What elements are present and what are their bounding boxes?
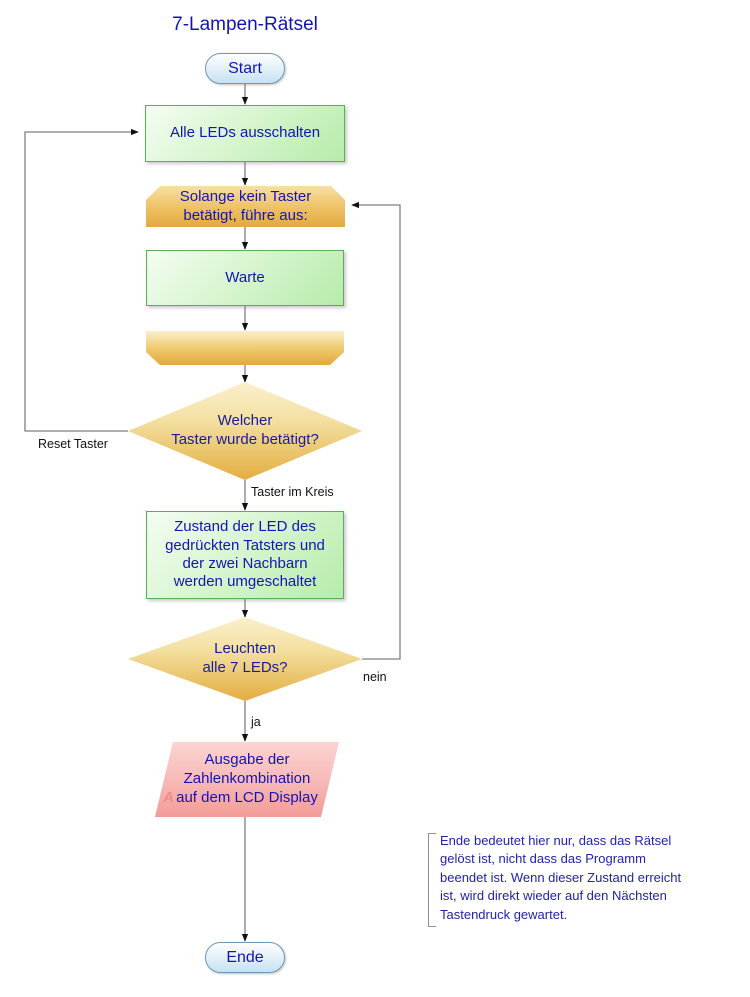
node-output-lcd-line3-wrap: A auf dem LCD Display	[163, 788, 318, 808]
node-which-button-line2: Taster wurde betätigt?	[171, 431, 319, 448]
note-line4: ist, wird direkt wieder auf den Nächsten	[440, 888, 667, 904]
edge-nein-loop	[351, 201, 401, 660]
node-toggle-leds-line4: werden umgeschaltet	[173, 573, 317, 591]
node-which-button-label: Welcher Taster wurde betätigt?	[128, 382, 362, 480]
node-start-label: Start	[228, 59, 262, 77]
node-toggle-leds-line2: gedrückten Tatsters und	[165, 536, 325, 554]
node-which-button[interactable]: Welcher Taster wurde betätigt?	[128, 382, 362, 480]
node-output-lcd-line2: Zahlenkombination	[183, 770, 311, 788]
edge-reset-taster-loop	[24, 128, 139, 432]
note-line3: beendet ist. Wenn dieser Zustand erreich…	[440, 869, 682, 885]
node-toggle-leds[interactable]: Zustand der LED des gedrückten Tatsters …	[146, 511, 344, 599]
node-loop-end[interactable]	[146, 331, 344, 365]
note-text: Ende bedeutet hier nur, dass das Rätsel …	[440, 832, 702, 924]
node-wait-label: Warte	[225, 268, 265, 286]
node-all-seven-lit[interactable]: Leuchten alle 7 LEDs?	[128, 617, 362, 701]
note-line5: Tastendruck gewartet.	[440, 906, 568, 922]
edge-label-reset-taster: Reset Taster	[38, 437, 108, 451]
node-loop-start-line2: betätigt, führe aus:	[183, 206, 308, 224]
node-all-seven-lit-label: Leuchten alle 7 LEDs?	[128, 617, 362, 701]
edge-label-taster-im-kreis: Taster im Kreis	[251, 485, 334, 499]
node-loop-start[interactable]: Solange kein Taster betätigt, führe aus:	[146, 186, 345, 227]
node-output-lcd[interactable]: Ausgabe der Zahlenkombination A auf dem …	[155, 742, 339, 817]
node-output-lcd-line1: Ausgabe der	[204, 751, 290, 769]
note-line1: Ende bedeutet hier nur, dass das Rätsel	[440, 833, 672, 848]
edge-label-ja: ja	[251, 715, 261, 729]
node-output-lcd-label: Ausgabe der Zahlenkombination A auf dem …	[155, 742, 339, 817]
node-loop-start-line1: Solange kein Taster	[179, 188, 312, 206]
edge-label-nein: nein	[363, 670, 387, 684]
node-toggle-leds-line1: Zustand der LED des	[174, 518, 316, 536]
note-bracket-icon	[428, 833, 436, 927]
node-toggle-leds-line3: der zwei Nachbarn	[182, 555, 308, 572]
node-start[interactable]: Start	[205, 53, 285, 84]
parallelogram-shape	[155, 742, 339, 817]
annotation-marker-a: A	[163, 788, 174, 806]
node-output-lcd-line3: auf dem LCD Display	[176, 788, 318, 806]
node-all-seven-lit-line2: alle 7 LEDs?	[202, 659, 288, 676]
node-all-leds-off[interactable]: Alle LEDs ausschalten	[145, 105, 345, 162]
page-title: 7-Lampen-Rätsel	[172, 14, 318, 35]
note-line2: gelöst ist, nicht dass das Programm	[440, 851, 646, 867]
node-end-label: Ende	[226, 948, 264, 966]
node-which-button-line1: Welcher	[217, 412, 273, 430]
node-end[interactable]: Ende	[205, 942, 285, 973]
node-wait[interactable]: Warte	[146, 250, 344, 306]
node-all-leds-off-label: Alle LEDs ausschalten	[169, 124, 321, 142]
node-all-seven-lit-line1: Leuchten	[214, 640, 276, 658]
